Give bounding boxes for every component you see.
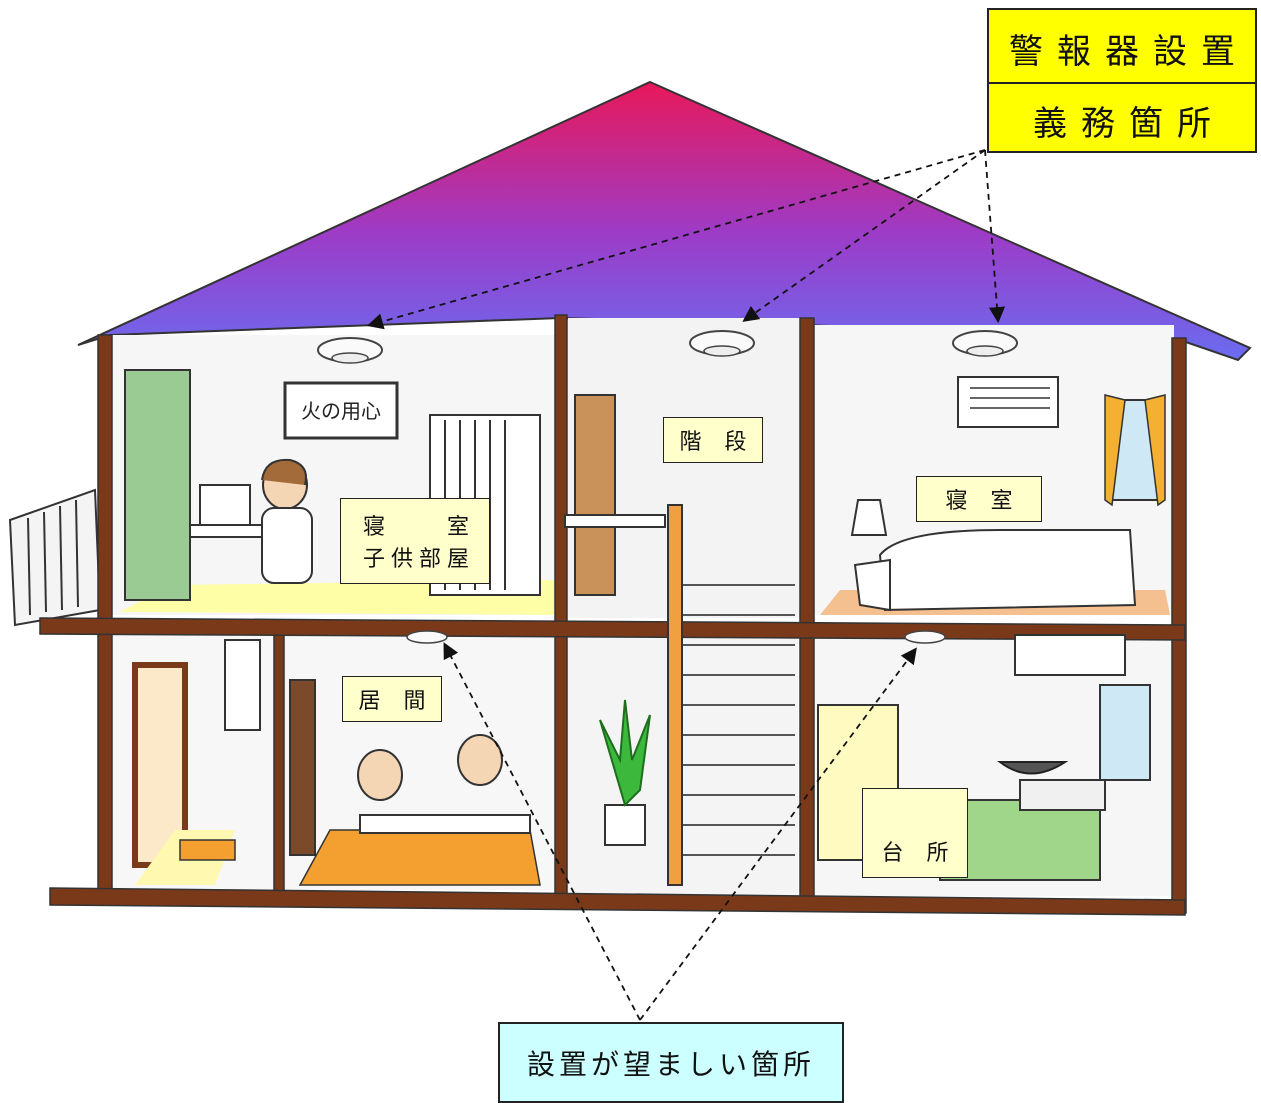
room-label-kitchen: 台 所 [862, 788, 968, 878]
legend-required-line2: 義務箇所 [1033, 104, 1225, 144]
poster-text: 火の用心 [301, 399, 381, 423]
room-label-bedroom: 寝 室 [916, 476, 1042, 522]
smoke-detector-icon [904, 630, 946, 644]
room-label-living: 居 間 [342, 676, 442, 722]
kitchen-stove-icon [997, 761, 1069, 775]
balcony [8, 488, 102, 627]
room-label-childroom-line2: 子供部屋 [362, 547, 475, 572]
legend-required-line1: 警報器設置 [1009, 32, 1249, 72]
person-icon [357, 749, 403, 801]
plant-icon [599, 699, 651, 846]
room-label-bedroom-line1: 寝 室 [362, 515, 475, 540]
room-label-bedroom-childroom: 寝 室 子供部屋 [340, 498, 490, 584]
legend-divider [989, 82, 1255, 84]
legend-required-locations: 警報器設置 義務箇所 [987, 8, 1257, 153]
bedroom-furniture [850, 376, 1166, 612]
smoke-detector-icon [406, 630, 448, 644]
person-icon [457, 734, 503, 786]
smoke-detector-icon [689, 330, 755, 357]
recommended-arrows [443, 642, 917, 1021]
room-label-stairs: 階 段 [663, 417, 763, 463]
child-room-furniture: 火の用心 [124, 369, 541, 601]
smoke-detector-icon [952, 330, 1018, 357]
smoke-detector-icon [317, 337, 383, 364]
bed-icon [853, 529, 1137, 612]
stairs-illustration [564, 394, 795, 886]
house-frame [39, 314, 1187, 916]
living-room-furniture [132, 639, 541, 886]
legend-recommended-locations: 設置が望ましい箇所 [498, 1022, 844, 1103]
required-arrows [366, 149, 1006, 330]
